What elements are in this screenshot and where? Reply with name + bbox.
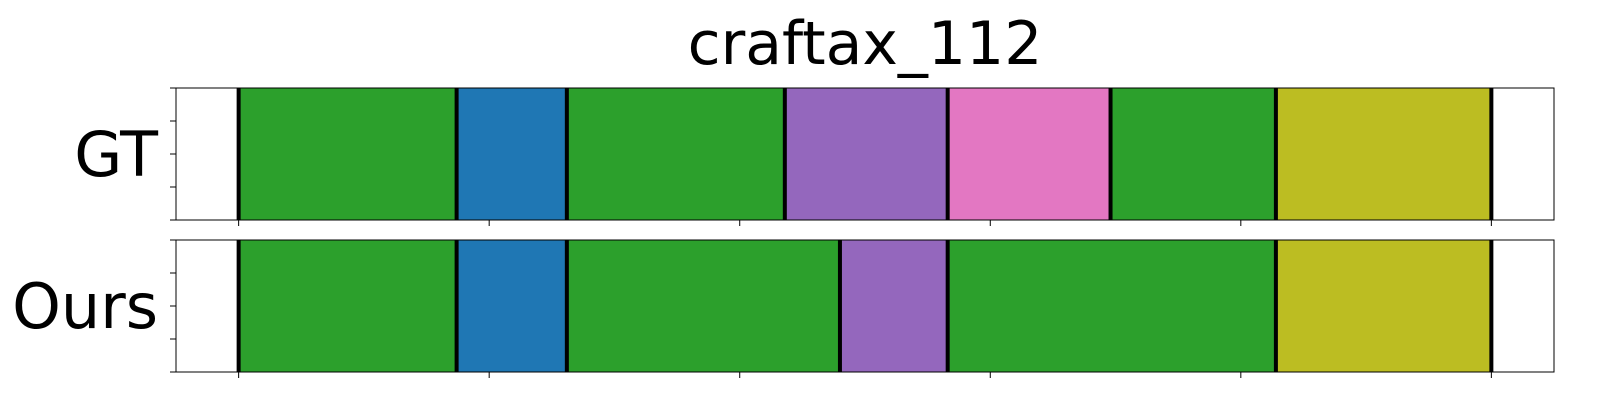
segment (1275, 88, 1492, 220)
segment (947, 88, 1111, 220)
segment (456, 240, 567, 372)
row-label: Ours (12, 270, 158, 343)
segment (784, 88, 948, 220)
chart-rows: GT Ours (12, 87, 1555, 378)
segment (839, 240, 948, 372)
segment (566, 240, 840, 372)
row-label: GT (74, 118, 159, 191)
segment (1110, 88, 1276, 220)
chart-title: craftax_112 (688, 9, 1043, 79)
segment (1275, 240, 1492, 372)
segment (456, 88, 567, 220)
segment (947, 240, 1276, 372)
row-gt: GT (74, 87, 1555, 226)
row-ours: Ours (12, 239, 1555, 378)
segment (566, 88, 785, 220)
segment (238, 240, 457, 372)
segment (238, 88, 457, 220)
